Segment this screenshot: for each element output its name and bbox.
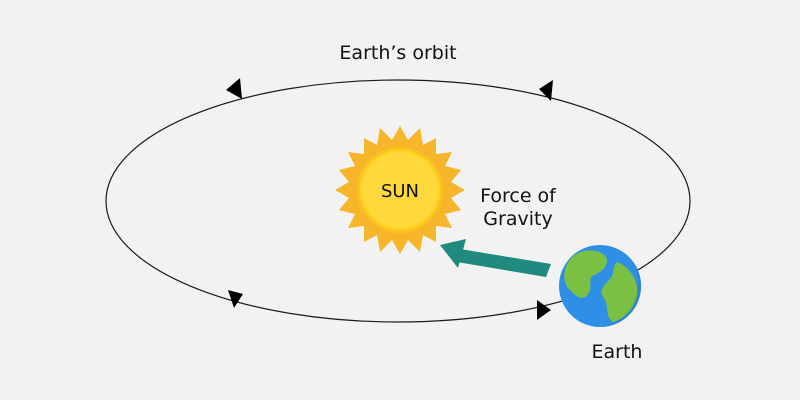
orbit-arrowhead-bottom-right xyxy=(537,300,551,320)
gravity-arrow xyxy=(440,239,551,277)
earth xyxy=(559,245,642,327)
gravity-arrow-head xyxy=(440,239,466,268)
earth-orbit-ellipse xyxy=(105,79,691,323)
sun: SUN xyxy=(335,126,465,254)
orbit-arrowhead-bottom-left xyxy=(228,290,243,308)
earth-land-right xyxy=(601,262,638,322)
orbit-label: Earth’s orbit xyxy=(339,42,456,64)
force-label-line2: Gravity xyxy=(483,208,552,230)
sun-label: SUN xyxy=(381,181,419,202)
orbit-arrowhead-top-left xyxy=(226,78,242,99)
orbit-arrowhead-top-right xyxy=(539,80,553,101)
sun-glow xyxy=(362,152,438,228)
gravity-arrow-shaft xyxy=(457,249,551,277)
force-label-line1: Force of xyxy=(480,185,557,207)
earth-land-left xyxy=(564,250,607,298)
earth-shade xyxy=(603,260,642,327)
earth-label: Earth xyxy=(592,341,643,363)
